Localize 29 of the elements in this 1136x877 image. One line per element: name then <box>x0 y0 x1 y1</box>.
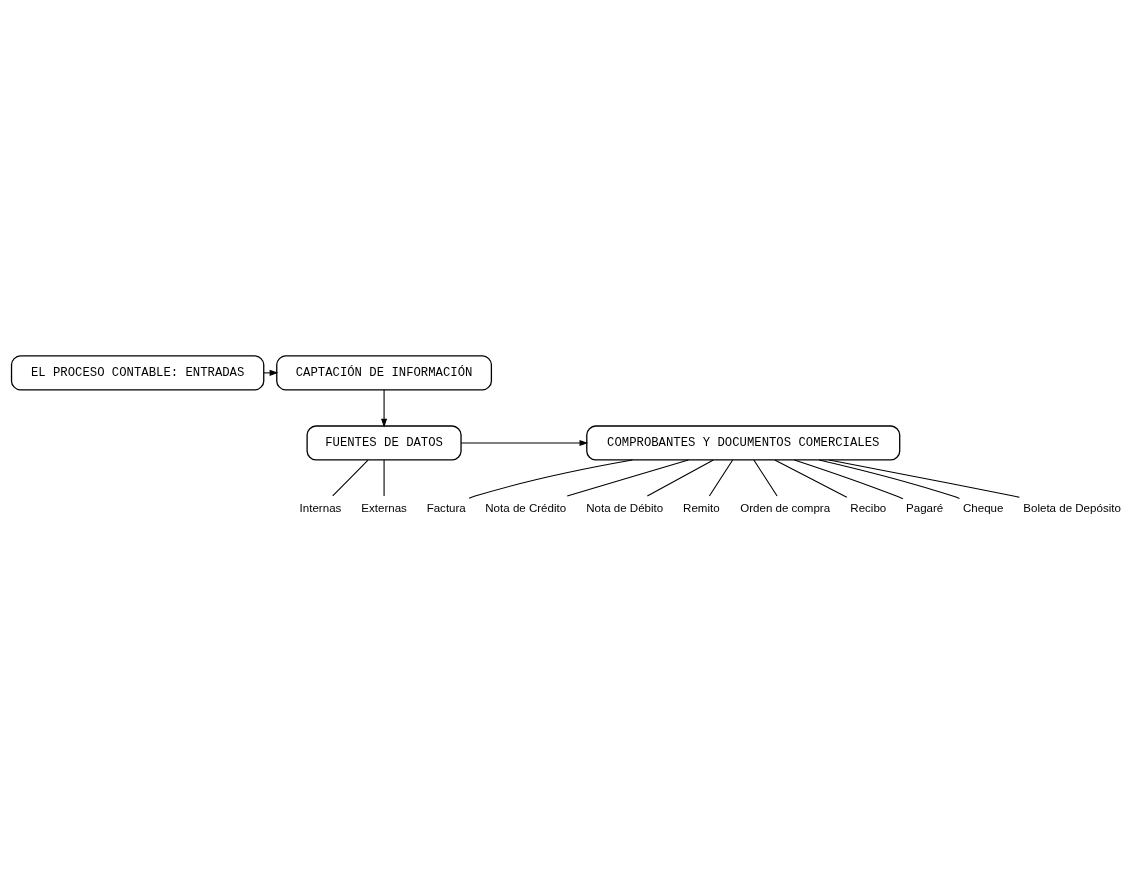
node-text: Cheque <box>962 501 1004 514</box>
arrow <box>263 369 279 376</box>
connector <box>646 458 714 497</box>
connector <box>753 458 778 496</box>
node-text: Recibo <box>850 501 887 514</box>
node-text: Orden de compra <box>740 501 831 514</box>
node-text: Nota de Débito <box>586 501 664 514</box>
connector <box>828 458 1020 498</box>
arrow <box>381 388 388 427</box>
arrow <box>460 439 589 446</box>
connector <box>332 458 369 496</box>
connector <box>818 458 960 499</box>
node-text: Factura <box>426 501 466 514</box>
node-text: Nota de Crédito <box>485 501 567 514</box>
connector <box>793 458 904 499</box>
connector <box>708 458 734 496</box>
connector <box>383 458 385 496</box>
node-text: Externas <box>361 501 407 514</box>
node-text: Remito <box>683 501 720 514</box>
node-box: EL PROCESO CONTABLE: ENTRADAS <box>10 354 265 390</box>
connector <box>774 458 848 498</box>
node-text: Internas <box>299 501 342 514</box>
node-box: COMPROBANTES Y DOCUMENTOS COMERCIALES <box>586 424 901 461</box>
node-box: FUENTES DE DATOS <box>306 424 462 461</box>
node-box: CAPTACIÓN DE INFORMACIÓN <box>276 354 493 390</box>
connector <box>566 458 689 497</box>
node-text: Pagaré <box>906 501 944 514</box>
node-text: Boleta de Depósito <box>1023 501 1121 514</box>
connector <box>468 458 633 499</box>
